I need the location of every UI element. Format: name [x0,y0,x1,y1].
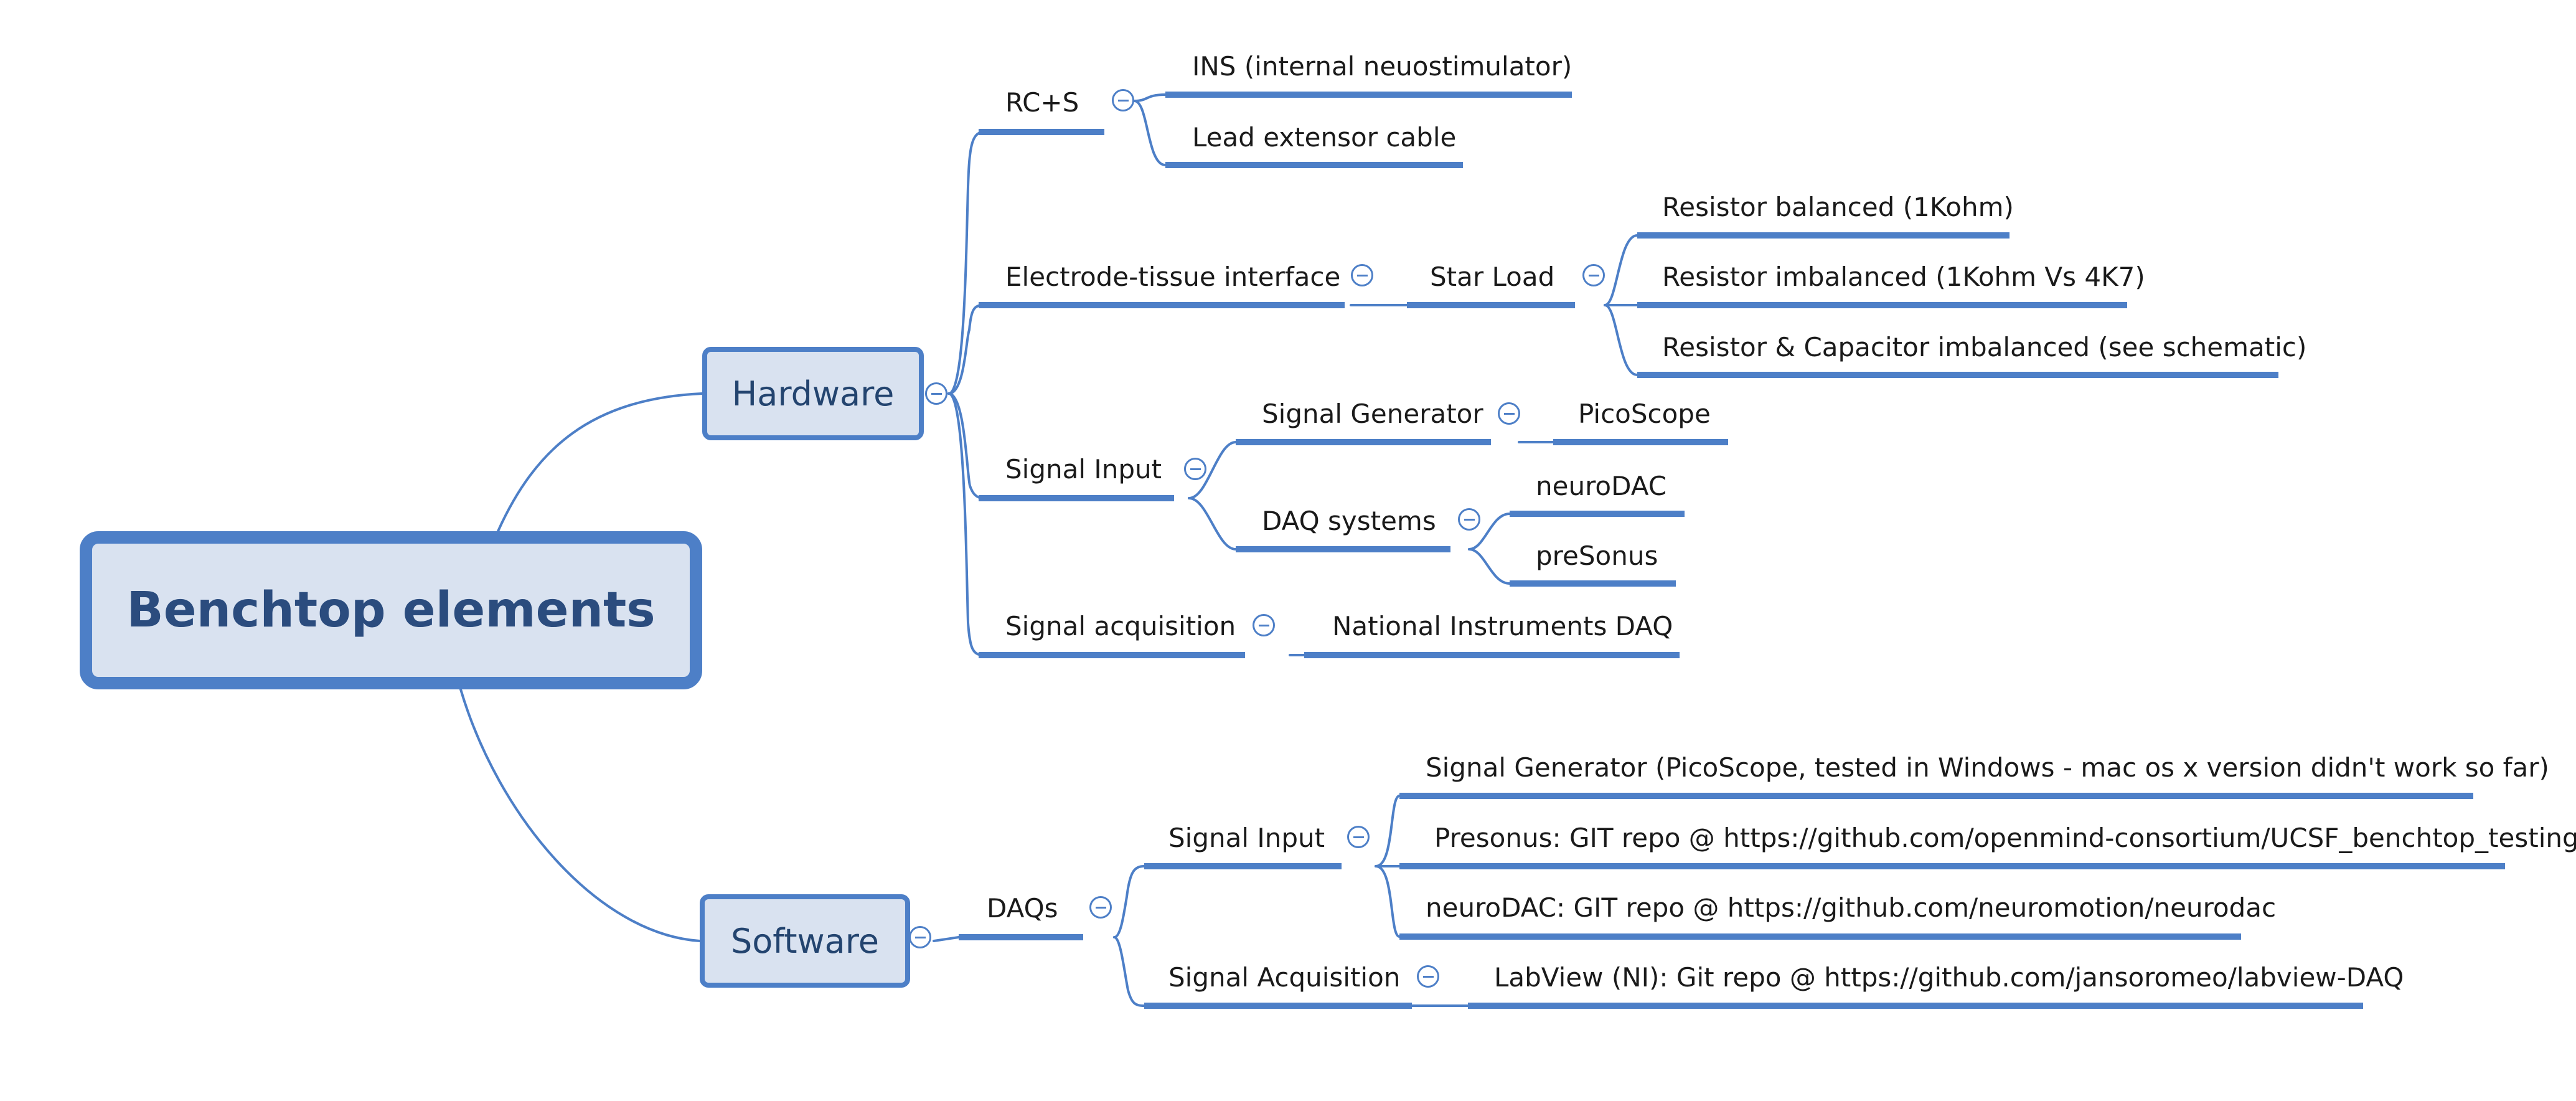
electrode-collapse-toggle[interactable] [1351,264,1373,286]
resistor-balanced-node[interactable]: Resistor balanced (1Kohm) [1662,192,2014,222]
minus-icon [1464,518,1475,521]
signal-acquisition-node[interactable]: Signal acquisition [1005,611,1236,641]
minus-icon [1356,274,1368,276]
minus-icon [1095,906,1106,909]
signal-acquisition-collapse-toggle[interactable] [1253,614,1275,636]
rcs-node[interactable]: RC+S [1005,87,1079,118]
presonus-repo-node[interactable]: Presonus: GIT repo @ https://github.com/… [1434,823,2576,853]
root-label: Benchtop elements [126,582,656,638]
hardware-label: Hardware [731,374,895,413]
software-node[interactable]: Software [700,894,910,988]
electrode-node[interactable]: Electrode-tissue interface [1005,262,1341,292]
signal-input-collapse-toggle[interactable] [1184,458,1206,480]
ni-daq-node[interactable]: National Instruments DAQ [1332,611,1673,641]
sw-signal-input-collapse-toggle[interactable] [1347,826,1370,848]
software-collapse-toggle[interactable] [909,926,931,948]
sw-signal-acquisition-collapse-toggle[interactable] [1417,965,1439,988]
sw-signal-input-node[interactable]: Signal Input [1168,823,1325,853]
hardware-collapse-toggle[interactable] [925,382,947,405]
minus-icon [1117,99,1129,102]
sw-signal-generator-node[interactable]: Signal Generator (PicoScope, tested in W… [1426,752,2549,783]
minus-icon [1422,975,1434,978]
daq-systems-collapse-toggle[interactable] [1458,508,1480,531]
lead-extensor-node[interactable]: Lead extensor cable [1192,122,1457,153]
signal-input-node[interactable]: Signal Input [1005,454,1162,484]
presonus-node[interactable]: preSonus [1536,541,1658,571]
picoscope-node[interactable]: PicoScope [1578,399,1711,429]
minus-icon [914,936,926,938]
minus-icon [1503,412,1515,415]
minus-icon [931,392,942,395]
sw-signal-acquisition-node[interactable]: Signal Acquisition [1168,962,1401,993]
rcs-collapse-toggle[interactable] [1112,89,1134,111]
neurodac-repo-node[interactable]: neuroDAC: GIT repo @ https://github.com/… [1426,892,2277,923]
signal-generator-node[interactable]: Signal Generator [1262,399,1483,429]
resistor-imbalanced-node[interactable]: Resistor imbalanced (1Kohm Vs 4K7) [1662,262,2145,292]
ins-node[interactable]: INS (internal neuostimulator) [1192,51,1572,82]
daqs-collapse-toggle[interactable] [1089,896,1112,919]
daqs-node[interactable]: DAQs [987,893,1058,924]
daq-systems-node[interactable]: DAQ systems [1262,506,1436,536]
minus-icon [1353,836,1364,838]
minus-icon [1258,624,1269,626]
minus-icon [1190,468,1201,470]
hardware-node[interactable]: Hardware [702,347,924,440]
software-label: Software [730,921,880,961]
neurodac-node[interactable]: neuroDAC [1536,471,1667,501]
signal-generator-collapse-toggle[interactable] [1498,402,1520,425]
resistor-capacitor-node[interactable]: Resistor & Capacitor imbalanced (see sch… [1662,332,2307,362]
minus-icon [1588,274,1599,276]
root-node[interactable]: Benchtop elements [80,531,702,689]
labview-repo-node[interactable]: LabView (NI): Git repo @ https://github.… [1494,962,2404,993]
star-load-collapse-toggle[interactable] [1582,264,1605,286]
star-load-node[interactable]: Star Load [1430,262,1555,292]
